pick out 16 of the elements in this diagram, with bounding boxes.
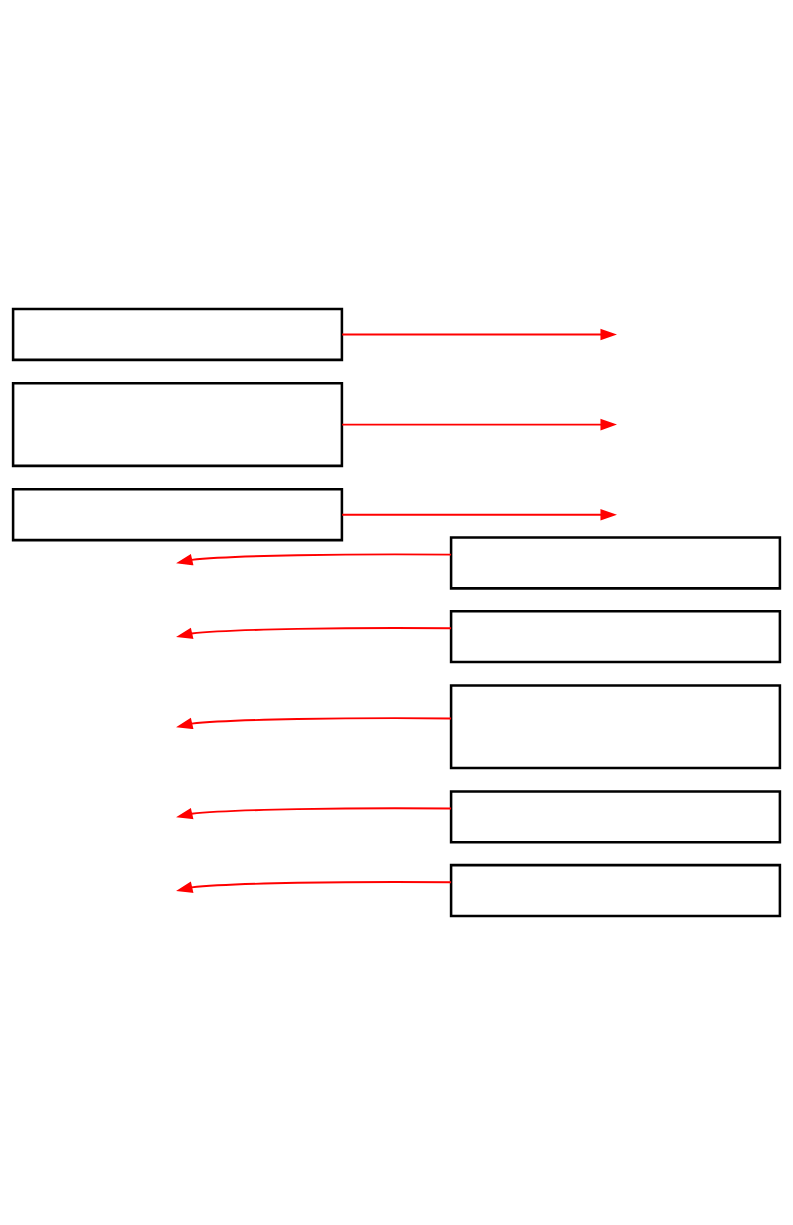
arrow — [176, 807, 452, 820]
arrow — [176, 553, 452, 566]
arrow — [341, 508, 617, 521]
arrow — [341, 328, 617, 341]
node-box — [11, 382, 344, 468]
arrow — [341, 418, 617, 431]
node-box — [449, 684, 782, 770]
node-box — [11, 488, 344, 542]
arrow — [176, 627, 452, 639]
arrow — [176, 717, 452, 730]
node-box — [449, 790, 782, 844]
node-box — [449, 863, 782, 918]
node-box — [449, 609, 782, 664]
arrow — [176, 881, 452, 893]
node-box — [449, 536, 782, 590]
node-box — [11, 307, 344, 362]
